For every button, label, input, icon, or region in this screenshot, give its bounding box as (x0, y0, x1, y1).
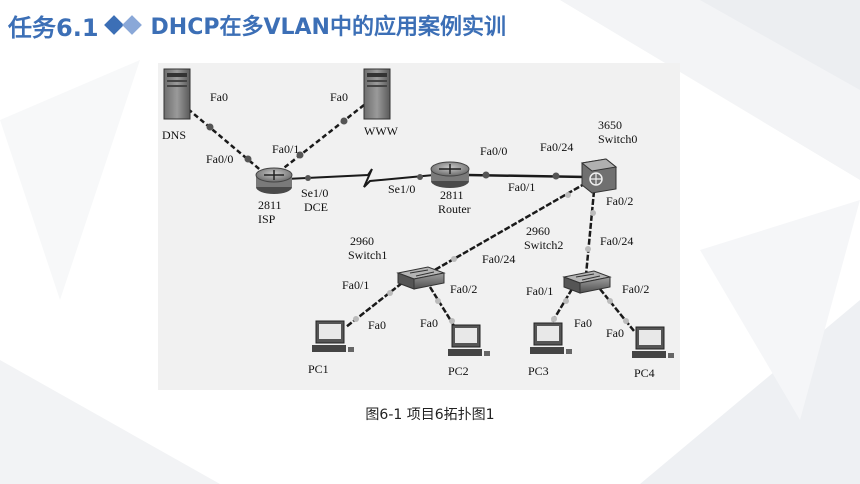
dns-port: Fa0 (210, 90, 228, 104)
core-router (430, 161, 470, 188)
pc4-port: Fa0 (606, 326, 624, 340)
link-switch2-pc4 (599, 288, 635, 332)
pc3 (530, 322, 572, 354)
sw0-port-fa02: Fa0/2 (606, 194, 633, 208)
sw2-port-fa02: Fa0/2 (622, 282, 649, 296)
isp-dce: DCE (304, 200, 328, 214)
www-name: WWW (364, 124, 399, 138)
pc3-port: Fa0 (574, 316, 592, 330)
slide-title: DHCP在多VLAN中的应用案例实训 (150, 15, 506, 40)
link-switch0-switch2 (584, 190, 596, 276)
link-www-isp (279, 104, 365, 172)
pc-icon (530, 322, 572, 354)
pc-icon (312, 320, 354, 352)
sw1-port-fa01: Fa0/1 (342, 278, 369, 292)
pc-icon (448, 324, 490, 356)
router-icon (430, 161, 470, 188)
topology-svg: DNS WWW Fa0 Fa0 Fa0/0 Fa0/1 Se1/0 DCE 28… (162, 68, 674, 380)
sw2-model: 2960 (526, 224, 550, 238)
sw1-port-fa02: Fa0/2 (450, 282, 477, 296)
pc2 (448, 324, 490, 356)
sw1-port-fa024: Fa0/24 (482, 252, 515, 266)
isp-model: 2811 (258, 198, 282, 212)
links (187, 104, 635, 332)
switch2 (562, 270, 612, 294)
router-port-fa00: Fa0/0 (480, 144, 507, 158)
router-port-se10: Se1/0 (388, 182, 415, 196)
isp-name: ISP (258, 212, 276, 226)
isp-port-fa00: Fa0/0 (206, 152, 233, 166)
port-dots (206, 117, 629, 324)
pc1-port: Fa0 (368, 318, 386, 332)
pc1 (312, 320, 354, 352)
router-name: Router (438, 202, 471, 216)
diamond-dark (103, 15, 124, 35)
sw2-name: Switch2 (524, 238, 563, 252)
pc-icon (632, 326, 674, 358)
pc1-name: PC1 (308, 362, 329, 376)
pc2-name: PC2 (448, 364, 469, 378)
link-dns-isp (187, 108, 265, 174)
pc2-port: Fa0 (420, 316, 438, 330)
dns-server (163, 68, 191, 120)
sw1-name: Switch1 (348, 248, 387, 262)
www-server (363, 68, 391, 120)
link-isp-router-serial (285, 168, 435, 188)
sw2-port-fa01: Fa0/1 (526, 284, 553, 298)
switch0-multilayer (580, 158, 618, 194)
dns-name: DNS (162, 128, 186, 142)
diamond-light (121, 15, 142, 35)
diamond-icon (103, 15, 143, 35)
pc3-name: PC3 (528, 364, 549, 378)
task-number: 任务6.1 (8, 13, 99, 42)
sw0-port-fa024: Fa0/24 (540, 140, 573, 154)
router-icon (255, 167, 293, 194)
labels: DNS WWW Fa0 Fa0 Fa0/0 Fa0/1 Se1/0 DCE 28… (162, 90, 655, 380)
multilayer-switch-icon (580, 158, 618, 194)
www-port: Fa0 (330, 90, 348, 104)
server-icon (163, 68, 191, 120)
sw0-name: Switch0 (598, 132, 637, 146)
pc4 (632, 326, 674, 358)
pc4-name: PC4 (634, 366, 655, 380)
server-icon (363, 68, 391, 120)
sw1-model: 2960 (350, 234, 374, 248)
sw0-model: 3650 (598, 118, 622, 132)
isp-router (255, 167, 293, 194)
switch-icon (562, 270, 612, 294)
figure-caption: 图6-1 项目6拓扑图1 (365, 407, 495, 423)
switch-icon (396, 266, 446, 290)
isp-port-fa01: Fa0/1 (272, 142, 299, 156)
router-port-fa01: Fa0/1 (508, 180, 535, 194)
slide-header: 任务6.1 DHCP在多VLAN中的应用案例实训 (8, 8, 506, 42)
router-model: 2811 (440, 188, 464, 202)
isp-port-se10: Se1/0 (301, 186, 328, 200)
topology-diagram: DNS WWW Fa0 Fa0 Fa0/0 Fa0/1 Se1/0 DCE 28… (158, 63, 680, 390)
switch1 (396, 266, 446, 290)
sw2-port-fa024: Fa0/24 (600, 234, 633, 248)
